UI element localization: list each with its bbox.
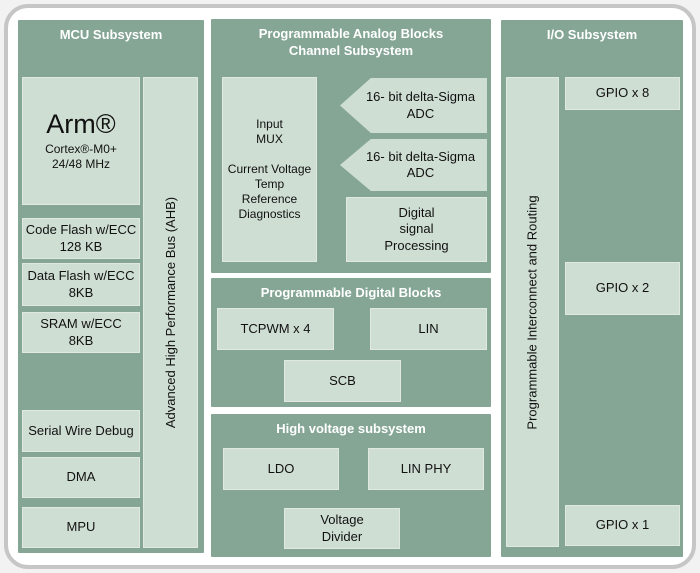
- analog-subsystem-title: Programmable Analog Blocks Channel Subsy…: [258, 26, 444, 58]
- block-lin-phy: LIN PHY: [368, 448, 484, 490]
- block-data-flash: Data Flash w/ECC 8KB: [22, 263, 140, 306]
- io-subsystem-title: I/O Subsystem: [546, 27, 638, 42]
- digital-blocks-title: Programmable Digital Blocks: [260, 285, 442, 300]
- high-voltage-title: High voltage subsystem: [276, 421, 426, 436]
- panel-io-subsystem: I/O Subsystem Programmable Interconnect …: [501, 20, 683, 557]
- ahb-bus-bar: Advanced High Performance Bus (AHB): [143, 77, 198, 548]
- panel-high-voltage-subsystem: High voltage subsystem LDO LIN PHY Volta…: [211, 414, 491, 557]
- block-lin: LIN: [370, 308, 487, 350]
- ahb-bus-label: Advanced High Performance Bus (AHB): [163, 196, 178, 429]
- block-scb: SCB: [284, 360, 401, 402]
- block-delta-sigma-adc-1: 16- bit delta-Sigma ADC: [340, 78, 487, 133]
- block-arm-cpu: Arm® Cortex®-M0+ 24/48 MHz: [22, 77, 140, 205]
- block-voltage-divider: Voltage Divider: [284, 508, 400, 549]
- arm-cpu-name: Arm®: [46, 109, 116, 140]
- interconnect-routing-label: Programmable Interconnect and Routing: [525, 194, 541, 430]
- block-delta-sigma-adc-2: 16- bit delta-Sigma ADC: [340, 139, 487, 191]
- block-mpu: MPU: [22, 507, 140, 548]
- block-sram: SRAM w/ECC 8KB: [22, 312, 140, 353]
- block-gpio-x8: GPIO x 8: [565, 77, 680, 110]
- block-gpio-x1: GPIO x 1: [565, 505, 680, 546]
- block-tcpwm: TCPWM x 4: [217, 308, 334, 350]
- block-input-mux: Input MUX Current Voltage Temp Reference…: [222, 77, 317, 262]
- panel-mcu-subsystem: MCU Subsystem Arm® Cortex®-M0+ 24/48 MHz…: [18, 20, 204, 553]
- panel-analog-channel-subsystem: Programmable Analog Blocks Channel Subsy…: [211, 19, 491, 273]
- block-serial-wire-debug: Serial Wire Debug: [22, 410, 140, 452]
- block-ldo: LDO: [223, 448, 339, 490]
- arm-cpu-details: Cortex®-M0+ 24/48 MHz: [45, 141, 117, 171]
- mcu-subsystem-title: MCU Subsystem: [59, 27, 163, 42]
- block-digital-signal-processing: Digital signal Processing: [346, 197, 487, 262]
- block-code-flash: Code Flash w/ECC 128 KB: [22, 218, 140, 259]
- panel-digital-blocks: Programmable Digital Blocks TCPWM x 4 LI…: [211, 278, 491, 407]
- block-gpio-x2: GPIO x 2: [565, 262, 680, 315]
- block-dma: DMA: [22, 457, 140, 498]
- interconnect-routing-bar: Programmable Interconnect and Routing: [506, 77, 559, 547]
